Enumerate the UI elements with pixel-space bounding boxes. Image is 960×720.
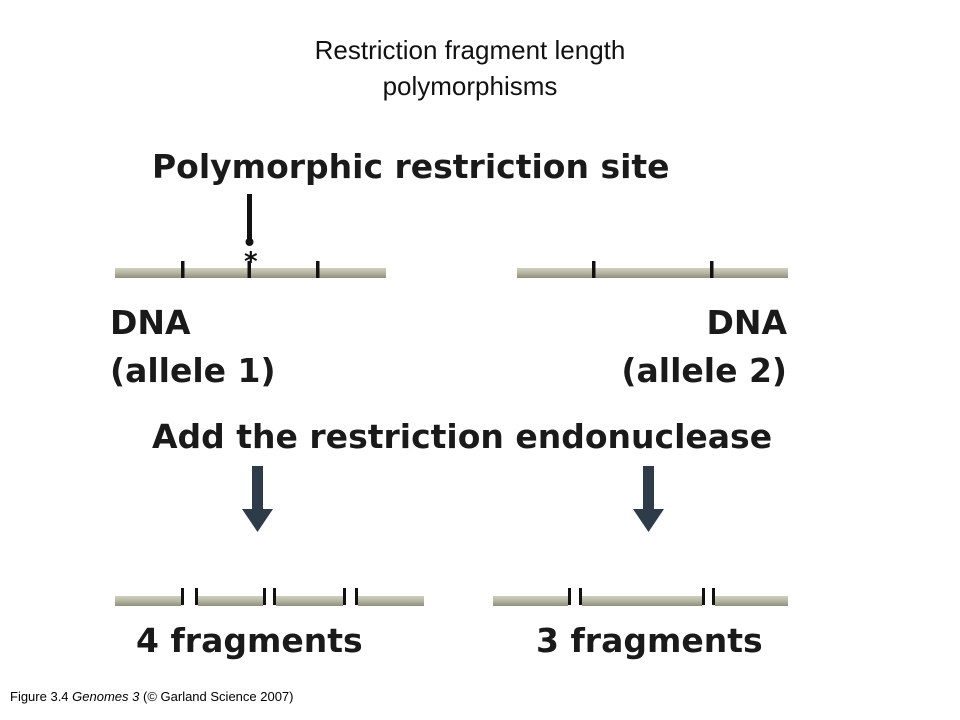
dna-strand-allele1 — [115, 261, 386, 278]
caption-copyright: (© Garland Science 2007) — [143, 689, 294, 704]
fragment-end-tick — [355, 588, 358, 605]
fragment-end-tick — [343, 588, 346, 605]
polymorphic-site-label: Polymorphic restriction site — [152, 147, 670, 186]
result2-label: 3 fragments — [536, 621, 763, 660]
allele1-label-dna: DNA — [110, 303, 191, 342]
down-arrow-icon — [633, 466, 664, 532]
dna-fragment — [715, 596, 788, 606]
dna-strand-allele2 — [517, 261, 788, 278]
fragment-end-tick — [273, 588, 276, 605]
caption-figure-number: Figure 3.4 — [10, 689, 69, 704]
fragments-allele2 — [493, 588, 788, 606]
restriction-site-pointer-icon — [245, 194, 254, 246]
result1-label: 4 fragments — [136, 621, 363, 660]
fragment-end-tick — [568, 588, 571, 605]
restriction-site-tick — [592, 261, 596, 278]
dna-fragment — [582, 596, 702, 606]
fragment-end-tick — [195, 588, 198, 605]
fragments-allele1 — [115, 588, 424, 606]
slide-title: Restriction fragment length polymorphism… — [230, 32, 710, 104]
allele2-label-name: (allele 2) — [621, 351, 787, 390]
slide-title-line2: polymorphisms — [382, 71, 558, 101]
restriction-site-tick — [316, 261, 320, 278]
allele1-label-name: (allele 1) — [110, 351, 276, 390]
fragment-end-tick — [712, 588, 715, 605]
fragment-end-tick — [181, 588, 184, 605]
dna-fragment — [115, 596, 181, 606]
dna-fragment — [493, 596, 568, 606]
polymorphic-site-tick — [247, 261, 251, 278]
restriction-site-tick — [710, 261, 714, 278]
dna-fragment — [198, 596, 263, 606]
restriction-site-tick — [181, 261, 185, 278]
dna-fragment — [276, 596, 343, 606]
dna-fragment — [358, 596, 424, 606]
allele2-label-dna: DNA — [706, 303, 787, 342]
slide-title-line1: Restriction fragment length — [314, 35, 626, 65]
fragment-end-tick — [579, 588, 582, 605]
fragment-end-tick — [702, 588, 705, 605]
figure-caption: Figure 3.4 Genomes 3 (© Garland Science … — [10, 689, 294, 704]
down-arrow-icon — [242, 466, 273, 532]
step-label: Add the restriction endonuclease — [152, 417, 772, 456]
caption-book-title: Genomes 3 — [72, 689, 140, 704]
fragment-end-tick — [263, 588, 266, 605]
